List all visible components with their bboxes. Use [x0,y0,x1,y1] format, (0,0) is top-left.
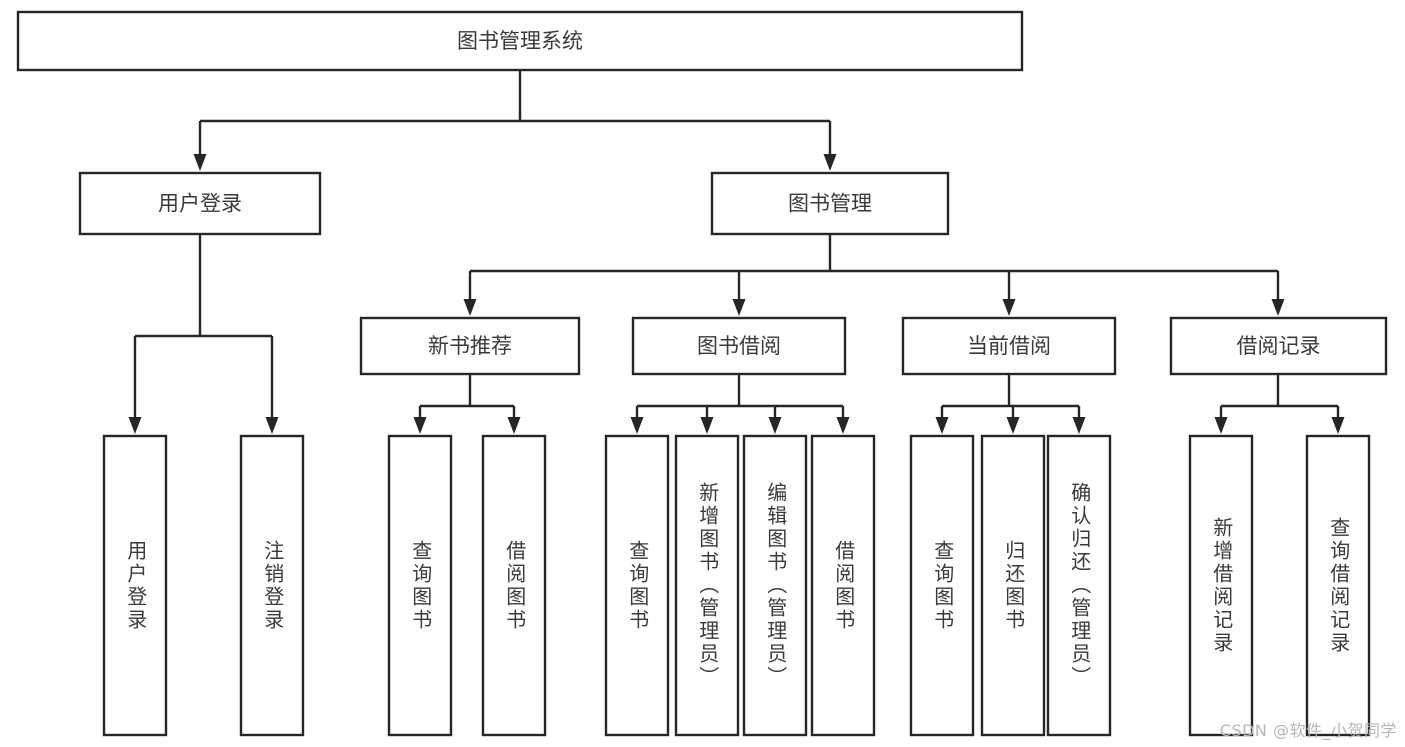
node-leaf-11[interactable] [1188,434,1254,737]
node-level2-1[interactable] [710,171,950,236]
arrow-head-icon [265,417,279,434]
arrow-head-icon [1331,417,1345,434]
node-leaf-10[interactable] [1046,434,1112,737]
arrow-head-icon [193,154,207,171]
node-level3-label-2: 当前借阅 [967,334,1051,358]
arrow-head-icon [1006,417,1020,434]
connector-borrow-to-leaves [635,374,845,418]
arrow-head-icon [1271,299,1285,316]
arrow-head-icon [700,417,714,434]
arrow-head-icon [768,417,782,434]
node-level2-label-1: 图书管理 [788,192,872,216]
node-leaf-7[interactable] [810,434,876,737]
connector-login-to-leaves [133,234,274,418]
arrow-head-icon [836,417,850,434]
connector-records-to-leaves [1219,374,1340,418]
node-leaf-3[interactable] [481,434,547,737]
connector-layer [128,70,1345,434]
node-level2-0[interactable] [78,171,322,236]
arrow-head-icon [1002,299,1016,316]
arrow-head-icon [732,299,746,316]
node-leaf-4[interactable] [604,434,670,737]
node-leaf-0[interactable] [102,434,168,737]
node-root-label: 图书管理系统 [457,29,583,53]
connector-books-to-level3 [468,234,1280,300]
arrow-head-icon [823,154,837,171]
connector-root-to-level2 [198,70,832,155]
arrow-head-icon [1072,417,1086,434]
node-level2-label-0: 用户登录 [158,192,242,216]
node-level3-label-0: 新书推荐 [428,334,512,358]
node-level3-label-1: 图书借阅 [697,334,781,358]
arrow-head-icon [413,417,427,434]
node-leaf-8[interactable] [909,434,975,737]
box-layer [16,10,1388,737]
node-leaf-5[interactable] [674,434,740,737]
node-leaf-9[interactable] [980,434,1046,737]
node-level3-2[interactable] [901,316,1117,376]
arrow-head-icon [463,299,477,316]
node-root[interactable] [16,10,1024,72]
node-leaf-1[interactable] [239,434,305,737]
arrow-head-icon [630,417,644,434]
arrow-head-icon [935,417,949,434]
node-level3-3[interactable] [1169,316,1388,376]
node-level3-0[interactable] [359,316,581,376]
arrow-head-icon [128,417,142,434]
node-leaf-12[interactable] [1305,434,1371,737]
node-level3-label-3: 借阅记录 [1237,334,1321,358]
node-level3-1[interactable] [631,316,847,376]
node-leaf-6[interactable] [742,434,808,737]
arrow-head-icon [507,417,521,434]
node-leaf-2[interactable] [387,434,453,737]
arrow-head-icon [1214,417,1228,434]
connector-current-to-leaves [940,374,1081,418]
watermark-text: CSDN @软件_小贺同学 [1219,721,1397,740]
connector-newbook-to-leaves [418,374,516,418]
